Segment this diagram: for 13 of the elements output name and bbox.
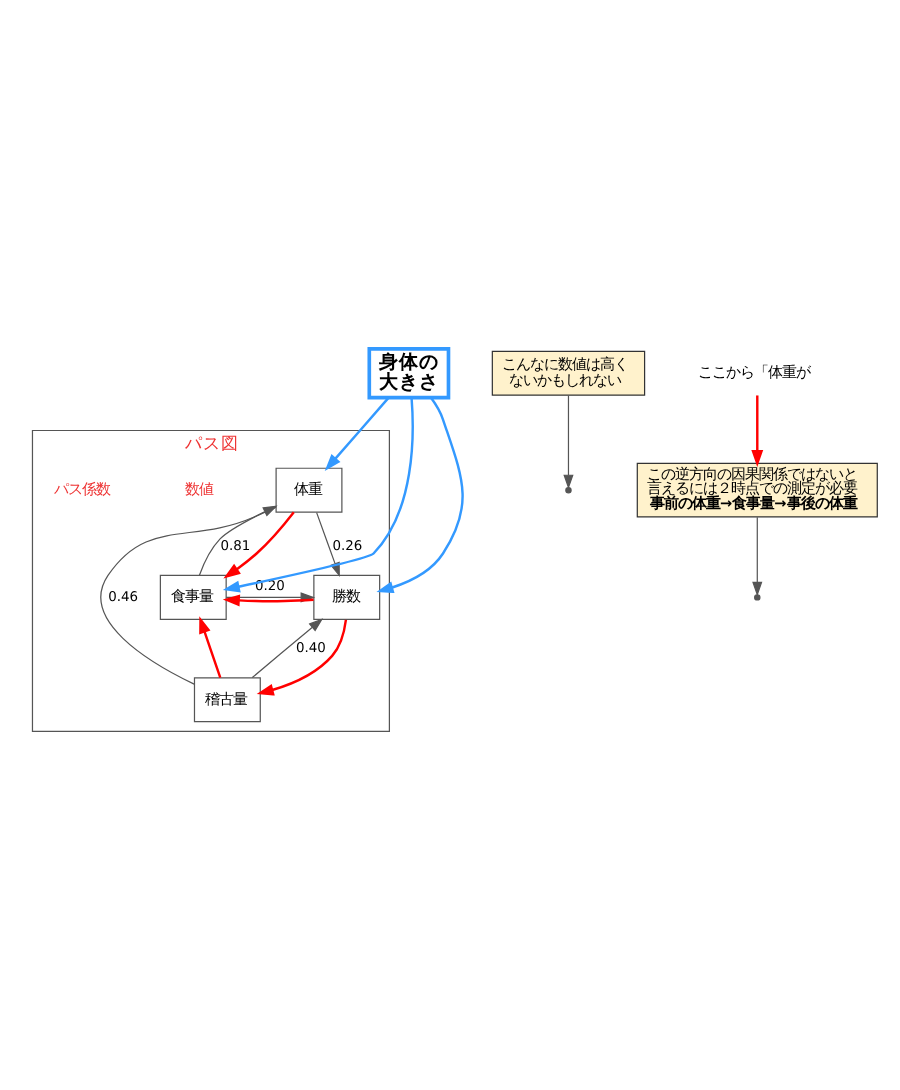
- arrow: [324, 396, 390, 471]
- arrow: [563, 394, 574, 490]
- arrow: [376, 397, 464, 594]
- arrow: [256, 619, 348, 696]
- arrow: [222, 397, 414, 593]
- connector: [100, 506, 277, 685]
- arrow: [751, 395, 764, 467]
- node-box: 身体の大きさ: [367, 347, 451, 400]
- arrow: [198, 505, 278, 576]
- arrow: [251, 618, 324, 679]
- arrow: [223, 511, 295, 579]
- arrow: [752, 516, 763, 597]
- arrow: [199, 616, 222, 679]
